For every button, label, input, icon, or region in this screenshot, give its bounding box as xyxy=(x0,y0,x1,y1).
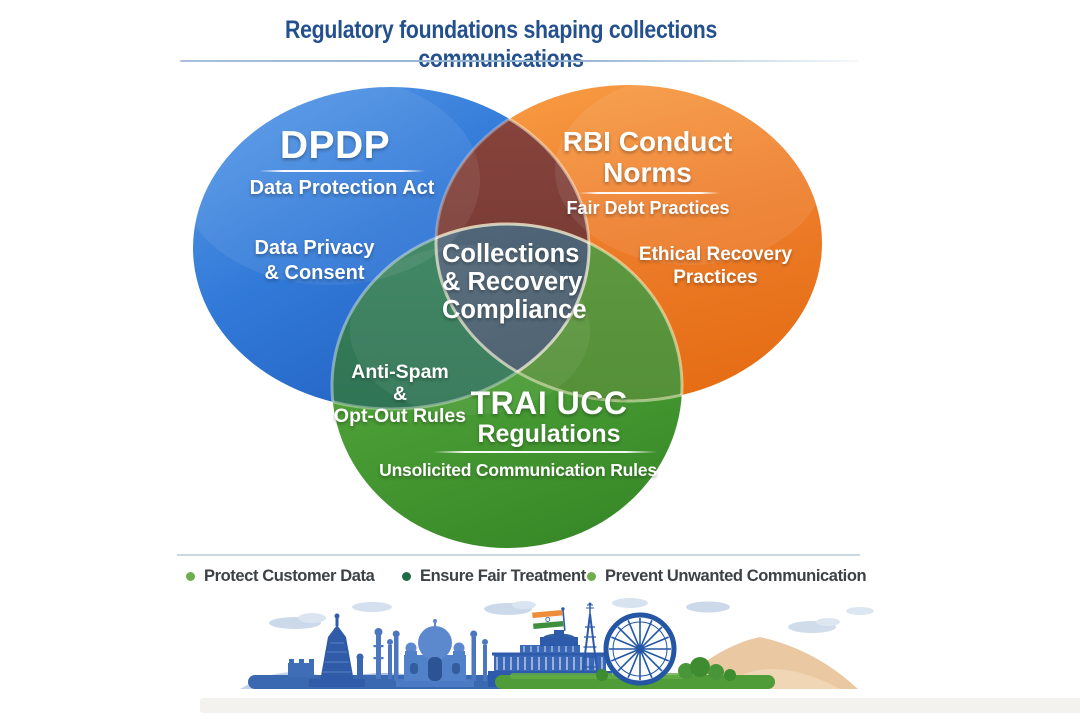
footer-band xyxy=(200,698,1080,713)
temple-icon xyxy=(309,613,365,687)
center-overlap-label: Collections & Recovery Compliance xyxy=(442,240,617,324)
dpdp-subtitle: Data Protection Act xyxy=(249,177,435,199)
legend-divider xyxy=(177,554,860,556)
legend-item-fair-treatment: Ensure Fair Treatment xyxy=(402,567,586,586)
trai-note: Anti-Spam & Opt-Out Rules xyxy=(316,361,484,427)
venn-diagram xyxy=(193,85,822,548)
legend-label: Ensure Fair Treatment xyxy=(420,567,586,585)
trai-title: TRAI UCC Regulations xyxy=(437,385,661,449)
trai-note-line: Anti-Spam xyxy=(351,361,449,383)
dpdp-title: DPDP xyxy=(279,124,391,167)
rbi-title-underline xyxy=(578,192,720,194)
rbi-note-line: Ethical Recovery xyxy=(638,244,793,265)
legend-item-prevent-communication: Prevent Unwanted Communication xyxy=(587,567,867,586)
trai-title-line: Regulations xyxy=(477,420,621,448)
trai-note-line: Opt-Out Rules xyxy=(333,405,467,427)
rbi-note: Ethical Recovery Practices xyxy=(598,243,833,289)
bush-icon xyxy=(596,657,736,681)
dpdp-note-line: & Consent xyxy=(264,261,365,284)
legend-item-protect-data: Protect Customer Data xyxy=(186,567,375,586)
trai-title-underline xyxy=(433,451,657,453)
rbi-subtitle: Fair Debt Practices xyxy=(566,198,730,218)
rbi-note-line: Practices xyxy=(673,267,758,288)
trai-note-line: & xyxy=(392,383,408,405)
legend-label: Prevent Unwanted Communication xyxy=(605,567,867,585)
trai-sheen xyxy=(350,245,590,415)
minaret-icon xyxy=(373,628,393,679)
india-skyline-illustration xyxy=(240,598,874,689)
cloud-icon xyxy=(269,598,874,633)
title-underline xyxy=(180,60,858,62)
dpdp-title-underline xyxy=(259,170,425,172)
ashoka-chakra-icon xyxy=(603,612,677,686)
dpdp-note: Data Privacy & Consent xyxy=(212,236,417,285)
overlap-rims xyxy=(330,85,684,411)
trai-subtitle: Unsolicited Communication Rules xyxy=(379,460,657,480)
fort-icon xyxy=(288,659,314,677)
legend-dot-icon xyxy=(587,572,596,581)
legend-label: Protect Customer Data xyxy=(204,567,375,585)
rbi-title: RBI Conduct Norms xyxy=(530,126,765,188)
dpdp-note-line: Data Privacy xyxy=(254,237,375,259)
india-flag-icon xyxy=(532,607,566,631)
center-label-line: & Recovery xyxy=(442,268,583,296)
legend-dot-icon xyxy=(402,572,411,581)
trai-title-line: TRAI UCC xyxy=(470,385,628,421)
center-label-line: Collections xyxy=(442,240,580,268)
legend-dot-icon xyxy=(186,572,195,581)
center-label-line: Compliance xyxy=(442,296,587,324)
taj-mahal-icon xyxy=(392,619,488,687)
rbi-title-line: RBI Conduct xyxy=(562,126,733,157)
rbi-title-line: Norms xyxy=(603,157,692,188)
page-title: Regulatory foundations shaping collectio… xyxy=(284,16,718,73)
